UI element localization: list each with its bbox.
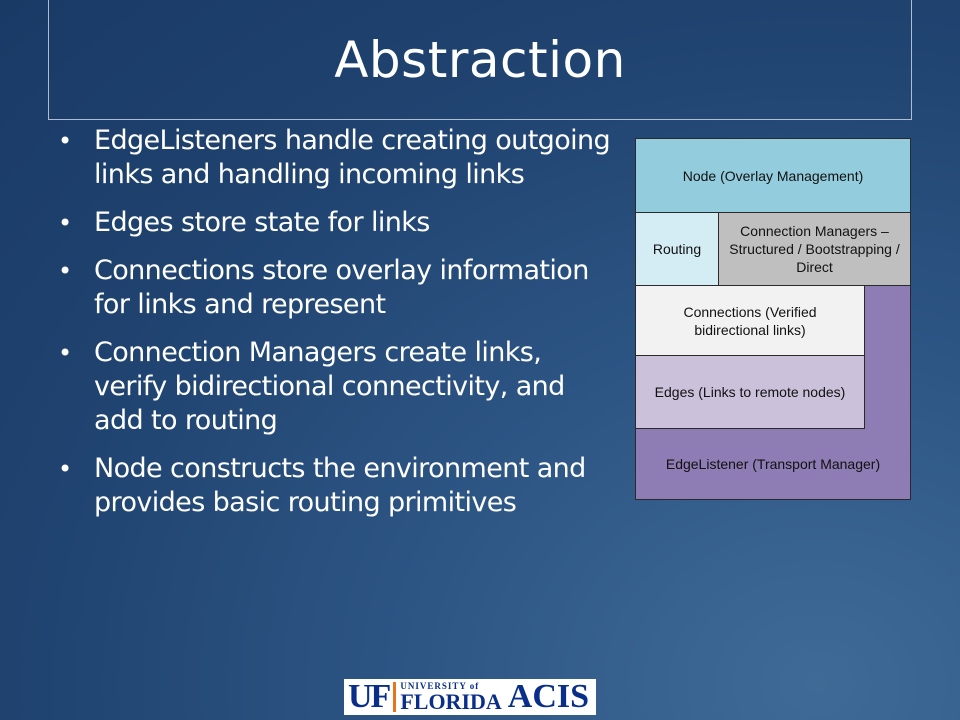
slide-title: Abstraction (334, 30, 626, 89)
bullet-list: EdgeListeners handle creating outgoing l… (58, 124, 618, 534)
connections-label: Connections (Verified bidirectional link… (683, 303, 817, 338)
routing-block: Routing (635, 212, 719, 286)
logo-acis: ACIS (507, 678, 590, 715)
bullet-item: Connections store overlay information fo… (58, 254, 618, 322)
logo-university: UNIVERSITY of FLORIDA (400, 680, 502, 714)
architecture-diagram: EdgeListener (Transport Manager) Node (O… (635, 138, 911, 500)
uf-acis-logo: UF UNIVERSITY of FLORIDA ACIS (344, 679, 596, 715)
logo-divider (393, 682, 397, 712)
node-label: Node (Overlay Management) (682, 167, 864, 184)
bullet-item: Edges store state for links (58, 206, 618, 240)
logo-uf: UF (348, 678, 391, 715)
logo-university-of: UNIVERSITY of (400, 680, 480, 691)
bullet-item: Node constructs the environment and prov… (58, 452, 618, 520)
logo-florida: FLORIDA (400, 688, 502, 714)
connection-managers-label: Connection Managers – Structured / Boots… (729, 223, 900, 275)
connections-block: Connections (Verified bidirectional link… (635, 285, 865, 356)
routing-label: Routing (652, 241, 702, 257)
edges-block: Edges (Links to remote nodes) (635, 355, 865, 429)
edge-listener-label: EdgeListener (Transport Manager) (665, 456, 881, 472)
edges-label: Edges (Links to remote nodes) (654, 384, 846, 400)
node-block: Node (Overlay Management) (635, 138, 911, 213)
bullet-item: EdgeListeners handle creating outgoing l… (58, 124, 618, 192)
connection-managers-block: Connection Managers – Structured / Boots… (718, 212, 911, 286)
title-box: Abstraction (48, 0, 912, 120)
bullet-item: Connection Managers create links, verify… (58, 336, 618, 438)
